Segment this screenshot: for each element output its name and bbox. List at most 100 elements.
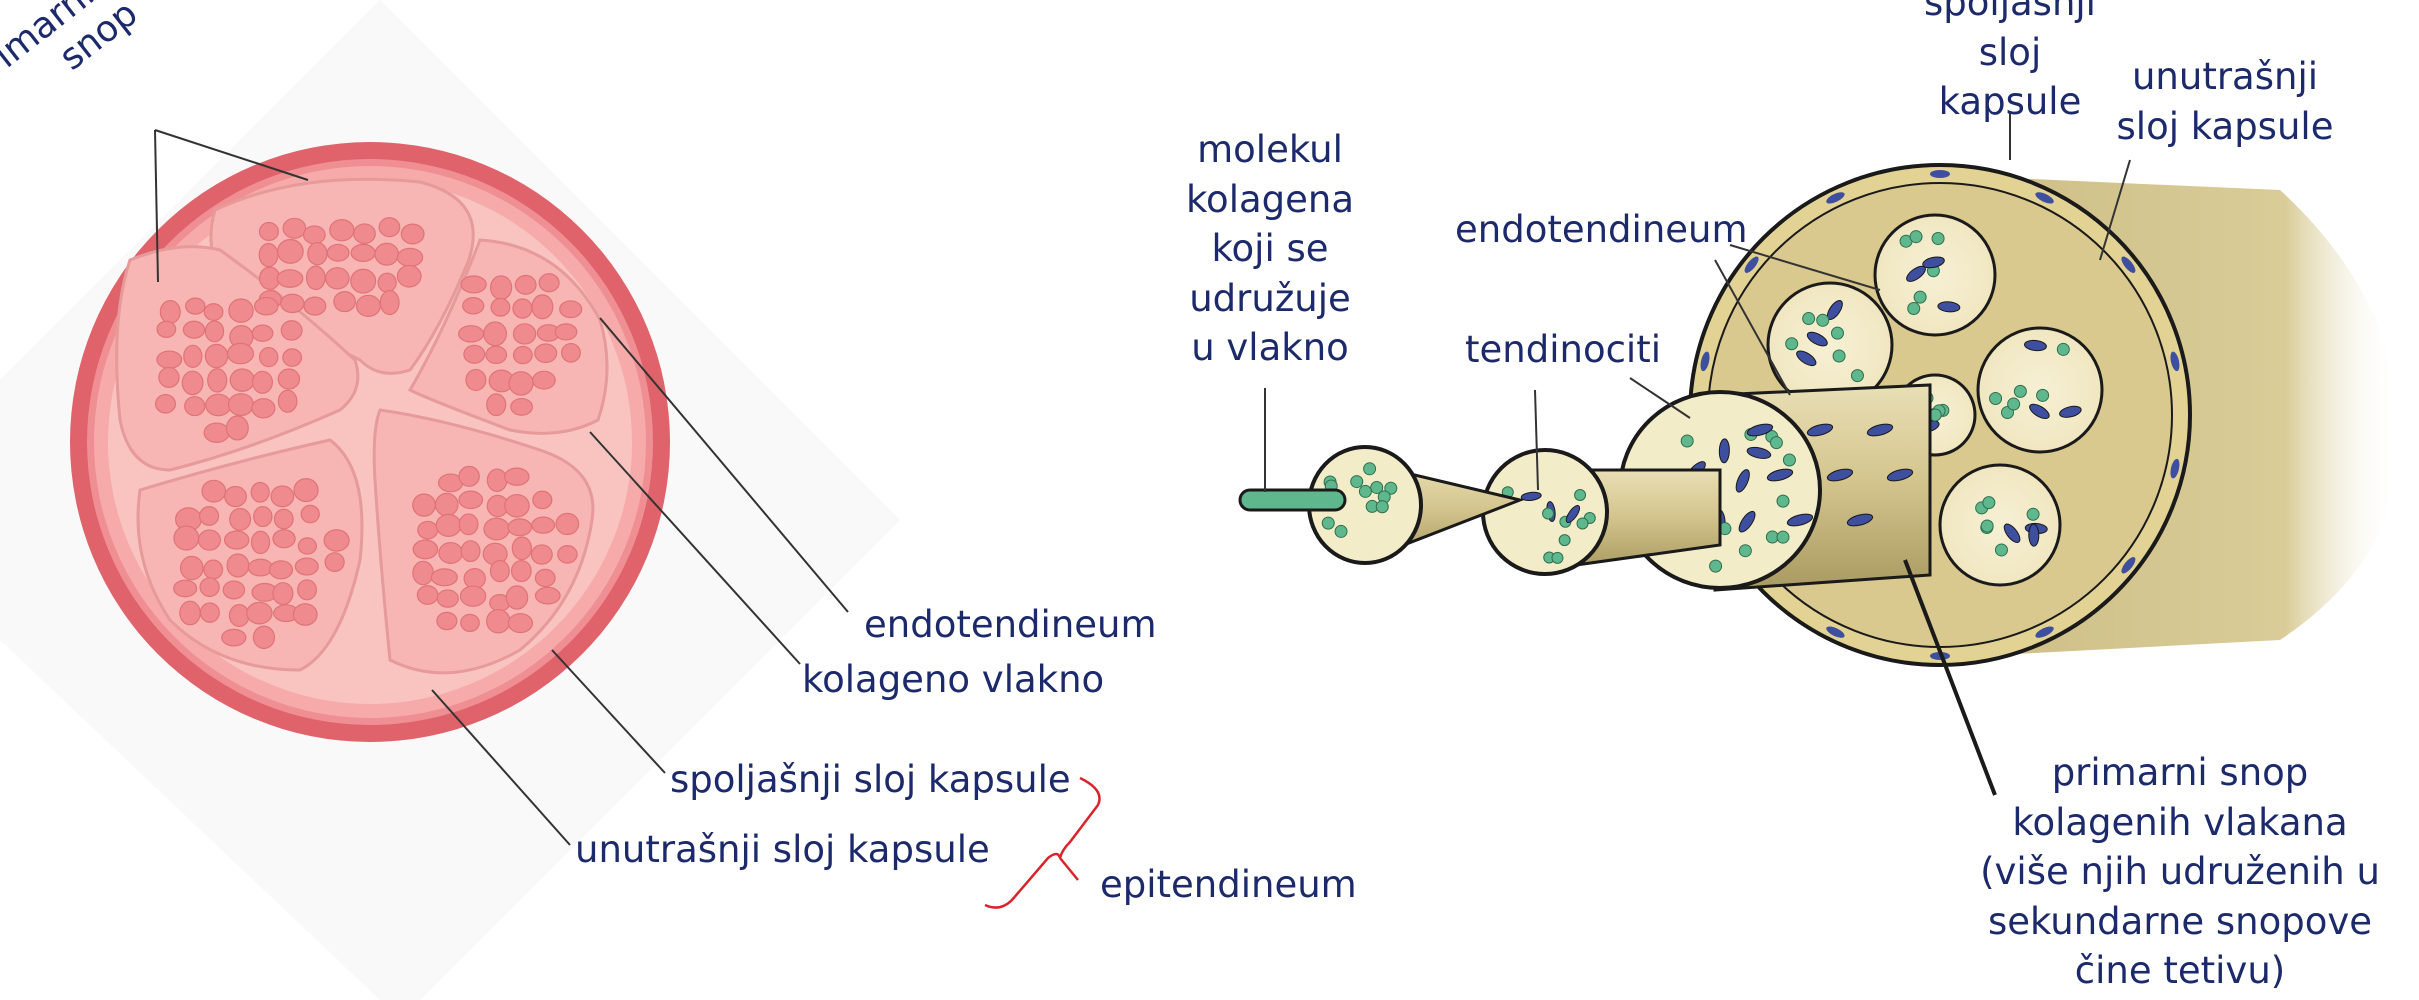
collagen-fiber [351,244,375,261]
collagen-fiber [174,580,197,597]
collagen-fiber [461,276,486,293]
collagen-fibril [1851,370,1863,382]
collagen-fiber [513,324,535,344]
label-line: kolagenih vlakana [1970,798,2390,848]
epitendineum-brace-tip [1060,858,1078,880]
collagen-fiber [184,345,202,367]
collagen-fiber [330,220,354,241]
collagen-fibril [1543,508,1554,519]
tenocyte [2029,524,2039,546]
collagen-fibril [1681,435,1693,447]
collagen-fiber [459,326,484,342]
collagen-fiber [413,540,437,559]
collagen-fiber [251,482,269,502]
collagen-fibril [1990,393,2002,405]
collagen-fiber [255,298,278,315]
label-epitendineum: epitendineum [1100,860,1357,910]
collagen-fiber [157,351,182,368]
collagen-fiber [229,605,249,627]
collagen-fiber [159,367,179,387]
collagen-fiber [487,469,507,491]
collagen-fiber [558,546,577,563]
collagen-fiber [205,321,223,342]
collagen-fiber [397,248,422,266]
collagen-fiber [248,559,272,576]
collagen-fiber [461,541,480,562]
collagen-fiber [229,299,253,322]
collagen-fiber [181,556,204,579]
collagen-fiber [308,243,327,265]
collagen-fiber [413,561,433,584]
collagen-fiber [281,294,304,312]
collagen-fiber [354,224,376,244]
label-line: sloj [1920,28,2100,78]
collagen-fiber [459,491,482,508]
collagen-fiber [325,553,344,572]
label-line: kapsule [1920,77,2100,127]
collagen-fiber [294,479,318,502]
collagen-fiber [157,321,176,337]
collagen-fiber [437,612,457,629]
collagen-fiber [490,560,509,581]
collagen-fiber [277,270,303,288]
collagen-fiber [208,369,227,392]
collagen-fibril [1833,350,1845,362]
collagen-fiber [486,346,507,363]
collagen-fiber [417,586,438,605]
collagen-fiber [532,295,553,319]
collagen-fiber [535,569,555,586]
collagen-fiber [413,494,436,516]
label-collagen-molecule: molekul kolagena koji se udružuje u vlak… [1180,125,1360,373]
collagen-fibril [2027,508,2039,520]
collagen-fiber [334,292,356,312]
capsule-cell [1930,170,1950,178]
collagen-fiber [431,569,457,586]
collagen-fibril [1995,544,2007,556]
collagen-fiber [227,554,249,577]
collagen-fibril [2014,385,2026,397]
collagen-fibril [1376,501,1388,513]
collagen-fiber [436,514,460,536]
collagen-fiber [274,509,293,529]
label-line: sloj kapsule [2115,102,2335,152]
collagen-fiber [247,602,272,624]
collagen-fiber [327,244,349,261]
collagen-fiber [512,537,531,560]
collagen-fiber [531,545,552,564]
collagen-fiber [380,291,399,315]
collagen-fiber [418,521,438,538]
collagen-fiber [252,325,273,341]
collagen-fiber [514,347,533,364]
right-tendon-hierarchy [1240,112,2400,795]
collagen-fiber [278,240,304,264]
label-outer-capsule-right: spoljašnji sloj kapsule [1920,0,2100,127]
collagen-fiber [487,610,510,633]
collagen-fiber [512,561,532,582]
collagen-fiber [556,513,579,534]
collagen-fiber [253,626,274,648]
collagen-fiber [198,530,220,550]
collagen-fiber [461,614,480,631]
collagen-fiber [301,505,319,522]
collagen-fiber [437,590,458,607]
collagen-fiber [351,269,376,293]
collagen-fiber [439,543,462,564]
collagen-fiber [459,466,479,486]
collagen-fiber [298,580,317,600]
collagen-fiber [225,531,249,549]
collagen-fiber [535,587,560,604]
collagen-molecule-rod [1240,490,1345,510]
collagen-fiber [270,561,293,579]
collagen-fiber [466,369,486,390]
collagen-fiber [326,268,349,289]
collagen-fiber [223,581,244,599]
collagen-fiber [183,321,204,338]
collagen-fiber [491,276,512,300]
collagen-fibril [1983,497,1995,509]
label-tenocytes: tendinociti [1465,325,1661,375]
collagen-fibril [1335,525,1347,537]
collagen-fibril [1359,485,1371,497]
collagen-fiber [228,394,253,416]
collagen-fiber [505,495,529,517]
collagen-fiber [259,223,278,241]
